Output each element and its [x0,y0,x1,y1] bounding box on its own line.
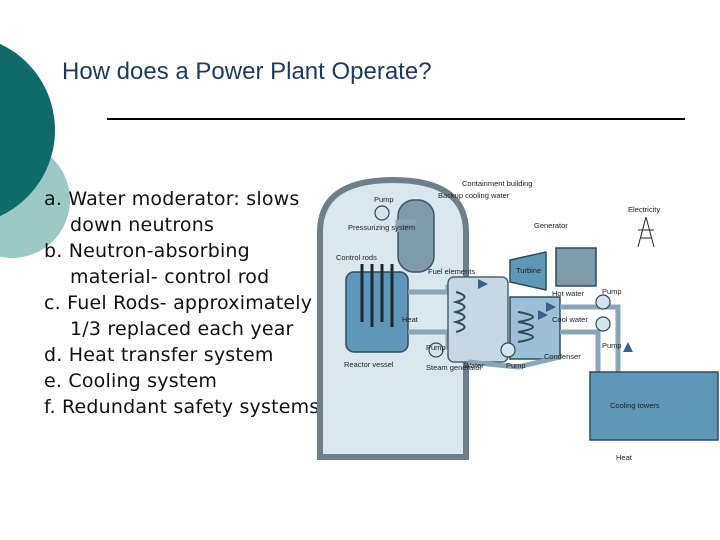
bullet-item: a. Water moderator: slows down neutrons [44,188,300,236]
label-turbine: Turbine [516,266,541,275]
transmission-tower [637,216,655,248]
label-heat: Heat [402,315,419,324]
label-electricity: Electricity [628,205,660,214]
label-water: Water [464,361,484,370]
reactor-vessel [345,271,409,353]
label-fuel: Fuel elements [428,267,475,276]
generator [555,247,597,287]
label-pressurizing: Pressurizing system [348,223,415,232]
bullet-item: d. Heat transfer system [44,344,274,366]
label-backup: Backup cooling water [438,191,510,200]
label-condenser: Condenser [544,352,581,361]
label-pump-right2: Pump [602,341,622,350]
label-cooling-towers: Cooling towers [610,401,660,410]
label-containment: Containment building [462,179,532,188]
label-steam: Steam generator [426,363,482,372]
label-heat-out: Heat [616,453,633,462]
pressurizer [397,199,435,273]
pumps [374,205,611,358]
flow-arrows [478,279,633,352]
cooling-tower-pool [589,371,719,441]
bullet-item: e. Cooling system [44,370,218,392]
bullet-item: b. Neutron-absorbing material- control r… [44,240,270,288]
label-reactor: Reactor vessel [344,360,394,369]
slide-title: How does a Power Plant Operate? [62,58,432,85]
label-pump-mid: Pump [426,343,446,352]
bullet-list: a. Water moderator: slows down neutrons … [44,186,344,420]
label-pump-top: Pump [374,195,394,204]
decorative-circles [0,43,70,258]
decor-circle-dark [0,43,55,217]
label-cool-water: Cool water [552,315,588,324]
steam-generator [447,276,509,363]
power-plant-diagram: Containment building Pump Pressurizing s… [317,176,719,462]
label-pump-bottom: Pump [506,361,526,370]
label-pump-right1: Pump [602,287,622,296]
cooling-loop-pipes [467,304,621,372]
condenser-coil [517,311,534,343]
label-control: Control rods [336,253,377,262]
title-underline [107,118,685,120]
label-hot-water: Hot water [552,289,585,298]
bullet-item: f. Redundant safety systems [44,396,320,418]
bullet-item: c. Fuel Rods- approximately 1/3 replaced… [44,292,313,340]
control-rods [360,264,394,327]
label-generator: Generator [534,221,568,230]
turbine [509,251,547,291]
steam-coil [452,291,466,333]
